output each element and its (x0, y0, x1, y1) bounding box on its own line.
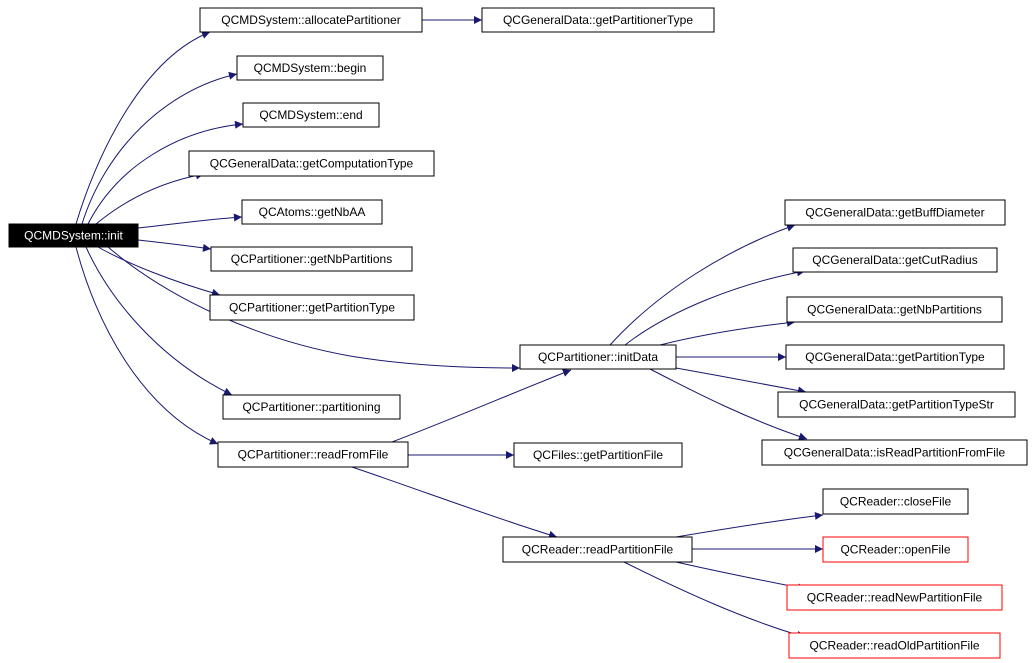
node-get-partition-file[interactable]: QCFiles::getPartitionFile (513, 442, 683, 468)
edge-readFromFile-readPartitionFile (351, 466, 558, 539)
node-label-get-partition-type-str: QCGeneralData::getPartitionTypeStr (799, 398, 994, 412)
edge-initData-getBuffDiameter (609, 223, 796, 346)
edge-init-begin (81, 71, 238, 225)
node-label-init: QCMDSystem::init (24, 229, 123, 243)
node-label-partitioner-get-nb-partitions: QCPartitioner::getNbPartitions (231, 252, 392, 266)
node-label-read-from-file: QCPartitioner::readFromFile (238, 448, 389, 462)
node-label-general-get-nb-partitions: QCGeneralData::getNbPartitions (807, 303, 982, 317)
node-label-get-cut-radius: QCGeneralData::getCutRadius (812, 253, 977, 267)
node-label-open-file: QCReader::openFile (840, 543, 950, 557)
node-label-is-read-partition-from-file: QCGeneralData::isReadPartitionFromFile (784, 446, 1006, 460)
edge-init-readFromFile (75, 246, 219, 445)
node-partitioning[interactable]: QCPartitioner::partitioning (222, 394, 401, 420)
edge-init-partitioning (85, 246, 233, 396)
edge-init-getNbAA (137, 213, 243, 229)
node-label-get-buff-diameter: QCGeneralData::getBuffDiameter (805, 206, 984, 220)
node-end[interactable]: QCMDSystem::end (242, 102, 380, 128)
node-label-end: QCMDSystem::end (259, 108, 362, 122)
edge-initData-gdGetNbPartitions (659, 318, 796, 346)
node-label-allocate-partitioner: QCMDSystem::allocatePartitioner (221, 13, 400, 27)
node-get-partitioner-type[interactable]: QCGeneralData::getPartitionerType (481, 7, 715, 33)
node-close-file[interactable]: QCReader::closeFile (822, 488, 969, 515)
node-label-get-partition-file: QCFiles::getPartitionFile (533, 448, 663, 462)
edge-initData-getCutRadius (624, 268, 806, 346)
edge-initData-isReadPartitionFromFile (649, 368, 808, 441)
node-get-cut-radius[interactable]: QCGeneralData::getCutRadius (792, 247, 998, 273)
node-label-general-get-partition-type: QCGeneralData::getPartitionType (805, 350, 985, 364)
node-get-buff-diameter[interactable]: QCGeneralData::getBuffDiameter (784, 199, 1006, 226)
edge-initData-getPartitionTypeStr (675, 367, 807, 395)
edge-init-getComputationType (95, 171, 205, 225)
node-label-read-new-partition-file: QCReader::readNewPartitionFile (807, 591, 983, 605)
edge-readFromFile-initData (391, 369, 572, 443)
node-general-get-nb-partitions[interactable]: QCGeneralData::getNbPartitions (786, 296, 1003, 323)
node-read-from-file[interactable]: QCPartitioner::readFromFile (217, 441, 409, 468)
node-read-partition-file[interactable]: QCReader::readPartitionFile (502, 536, 693, 563)
node-init-data[interactable]: QCPartitioner::initData (519, 344, 677, 370)
node-read-new-partition-file[interactable]: QCReader::readNewPartitionFile (786, 584, 1003, 611)
edge-init-initData (107, 246, 521, 372)
node-label-close-file: QCReader::closeFile (840, 495, 952, 509)
edge-readPartitionFile-closeFile (675, 511, 824, 538)
edge-init-allocatePartitioner (75, 31, 211, 225)
node-label-get-computation-type: QCGeneralData::getComputationType (210, 157, 414, 171)
node-label-partitioning: QCPartitioner::partitioning (242, 400, 380, 414)
edge-init-partGetPartitionType (97, 246, 221, 297)
node-label-get-partitioner-type: QCGeneralData::getPartitionerType (503, 13, 693, 27)
node-get-nb-aa[interactable]: QCAtoms::getNbAA (241, 199, 383, 225)
call-edges (75, 16, 824, 639)
edge-init-partGetNbPartitions (137, 239, 212, 252)
edge-init-end (87, 120, 244, 225)
edge-readPartitionFile-readOldPartitionFile (623, 561, 806, 639)
node-label-read-partition-file: QCReader::readPartitionFile (522, 543, 674, 557)
node-read-old-partition-file[interactable]: QCReader::readOldPartitionFile (788, 632, 1001, 659)
node-begin[interactable]: QCMDSystem::begin (236, 55, 384, 81)
node-is-read-partition-from-file[interactable]: QCGeneralData::isReadPartitionFromFile (761, 439, 1028, 466)
node-label-partitioner-get-partition-type: QCPartitioner::getPartitionType (229, 301, 395, 315)
node-init[interactable]: QCMDSystem::init (8, 223, 139, 248)
node-label-init-data: QCPartitioner::initData (538, 350, 658, 364)
node-label-begin: QCMDSystem::begin (254, 61, 367, 75)
node-partitioner-get-nb-partitions[interactable]: QCPartitioner::getNbPartitions (210, 246, 413, 272)
node-partitioner-get-partition-type[interactable]: QCPartitioner::getPartitionType (209, 294, 415, 321)
node-label-get-nb-aa: QCAtoms::getNbAA (259, 205, 366, 219)
node-open-file[interactable]: QCReader::openFile (822, 536, 969, 563)
node-get-partition-type-str[interactable]: QCGeneralData::getPartitionTypeStr (777, 391, 1016, 418)
node-label-read-old-partition-file: QCReader::readOldPartitionFile (809, 639, 979, 653)
call-nodes: QCMDSystem::init QCMDSystem::allocatePar… (8, 7, 1028, 659)
node-get-computation-type[interactable]: QCGeneralData::getComputationType (188, 150, 435, 177)
node-allocate-partitioner[interactable]: QCMDSystem::allocatePartitioner (199, 7, 423, 33)
node-general-get-partition-type[interactable]: QCGeneralData::getPartitionType (785, 344, 1005, 370)
